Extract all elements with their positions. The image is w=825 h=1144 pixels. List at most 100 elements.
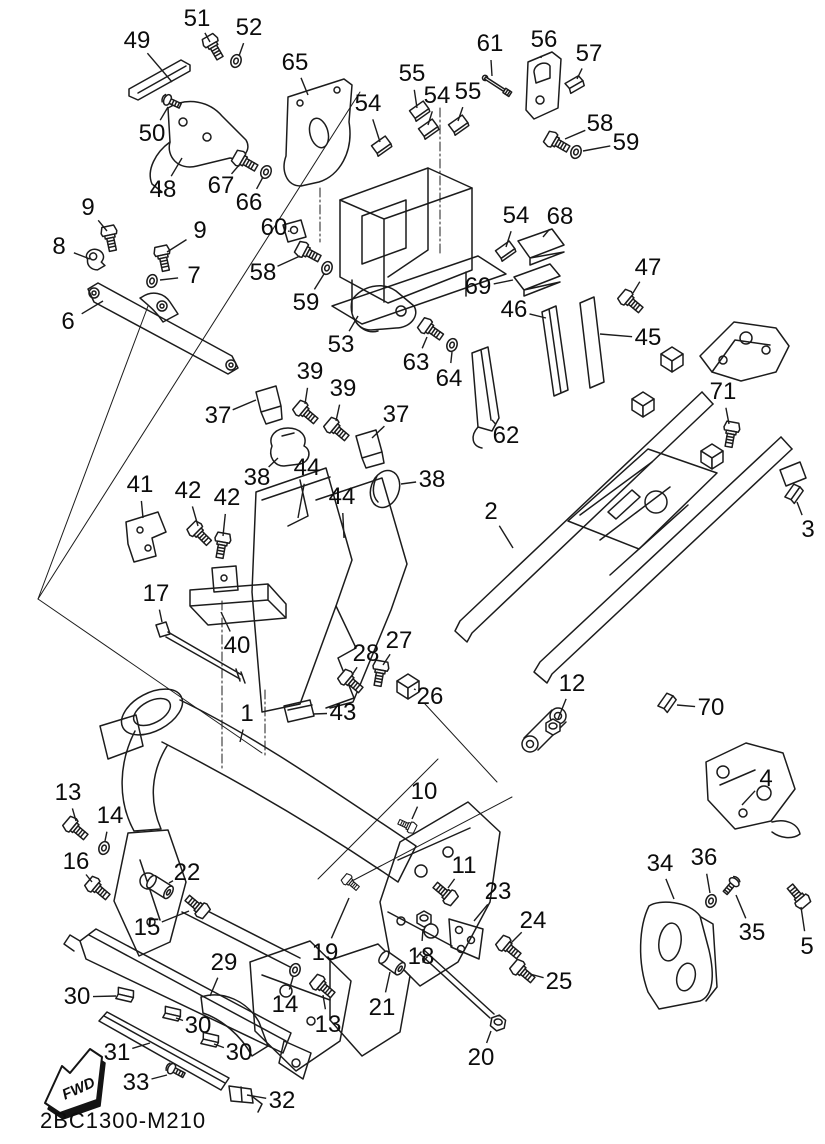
callout-2[interactable]: 2 (484, 498, 498, 525)
callout-53[interactable]: 53 (327, 331, 355, 358)
leader-line (222, 513, 226, 537)
bolt-part-glyph (541, 128, 573, 157)
callout-7[interactable]: 7 (187, 262, 201, 289)
callout-66[interactable]: 66 (235, 189, 263, 216)
callout-17[interactable]: 17 (142, 580, 170, 607)
callout-18[interactable]: 18 (407, 943, 435, 970)
callout-57[interactable]: 57 (575, 40, 603, 67)
callout-54[interactable]: 54 (502, 202, 530, 229)
callout-23[interactable]: 23 (484, 878, 512, 905)
callout-31[interactable]: 31 (103, 1039, 131, 1066)
callout-16[interactable]: 16 (62, 848, 90, 875)
callout-35[interactable]: 35 (738, 919, 766, 946)
callout-14[interactable]: 14 (271, 991, 299, 1018)
callout-24[interactable]: 24 (519, 907, 547, 934)
callout-68[interactable]: 68 (546, 203, 574, 230)
callout-30[interactable]: 30 (63, 983, 91, 1010)
callout-38[interactable]: 38 (418, 466, 446, 493)
callout-13[interactable]: 13 (54, 779, 82, 806)
callout-52[interactable]: 52 (235, 14, 263, 41)
leader-line (411, 806, 419, 820)
callout-9[interactable]: 9 (193, 217, 207, 244)
callout-26[interactable]: 26 (416, 683, 444, 710)
callout-58[interactable]: 58 (249, 259, 277, 286)
callout-10[interactable]: 10 (410, 778, 438, 805)
leader-line (413, 688, 416, 691)
callout-60[interactable]: 60 (260, 214, 288, 241)
callout-71[interactable]: 71 (709, 378, 737, 405)
callout-30[interactable]: 30 (184, 1012, 212, 1039)
callout-41[interactable]: 41 (126, 471, 154, 498)
callout-45[interactable]: 45 (634, 324, 662, 351)
leader-line (204, 32, 211, 43)
callout-28[interactable]: 28 (352, 640, 380, 667)
callout-19[interactable]: 19 (311, 939, 339, 966)
callout-9[interactable]: 9 (81, 194, 95, 221)
leader-line (485, 1030, 492, 1044)
leader-line (220, 611, 231, 632)
callout-12[interactable]: 12 (558, 670, 586, 697)
leader-line (232, 399, 257, 411)
callout-65[interactable]: 65 (281, 49, 309, 76)
bolt-part-glyph (152, 243, 175, 274)
callout-63[interactable]: 63 (402, 349, 430, 376)
callout-30[interactable]: 30 (225, 1039, 253, 1066)
callout-14[interactable]: 14 (96, 802, 124, 829)
callout-42[interactable]: 42 (174, 477, 202, 504)
callout-43[interactable]: 43 (329, 699, 357, 726)
callout-64[interactable]: 64 (435, 365, 463, 392)
callout-51[interactable]: 51 (183, 5, 211, 32)
callout-4[interactable]: 4 (759, 765, 773, 792)
callout-15[interactable]: 15 (133, 914, 161, 941)
callout-69[interactable]: 69 (464, 273, 492, 300)
callout-47[interactable]: 47 (634, 254, 662, 281)
cyl-part-glyph (144, 873, 176, 901)
callout-48[interactable]: 48 (149, 176, 177, 203)
callout-21[interactable]: 21 (368, 994, 396, 1021)
callout-42[interactable]: 42 (213, 484, 241, 511)
callout-36[interactable]: 36 (690, 844, 718, 871)
callout-37[interactable]: 37 (204, 402, 232, 429)
callout-59[interactable]: 59 (292, 289, 320, 316)
callout-32[interactable]: 32 (268, 1087, 296, 1114)
callout-33[interactable]: 33 (122, 1069, 150, 1096)
leader-line (132, 1042, 151, 1050)
callout-40[interactable]: 40 (223, 632, 251, 659)
callout-55[interactable]: 55 (398, 60, 426, 87)
callout-3[interactable]: 3 (801, 516, 815, 543)
callout-59[interactable]: 59 (612, 129, 640, 156)
callout-46[interactable]: 46 (500, 296, 528, 323)
callout-8[interactable]: 8 (52, 233, 66, 260)
callout-6[interactable]: 6 (61, 308, 75, 335)
callout-56[interactable]: 56 (530, 26, 558, 53)
callout-37[interactable]: 37 (382, 401, 410, 428)
callout-70[interactable]: 70 (697, 694, 725, 721)
callout-39[interactable]: 39 (296, 358, 324, 385)
callout-27[interactable]: 27 (385, 627, 413, 654)
callout-25[interactable]: 25 (545, 968, 573, 995)
callout-58[interactable]: 58 (586, 110, 614, 137)
callout-62[interactable]: 62 (492, 422, 520, 449)
callout-22[interactable]: 22 (173, 859, 201, 886)
callout-55[interactable]: 55 (454, 78, 482, 105)
callout-61[interactable]: 61 (476, 30, 504, 57)
callout-20[interactable]: 20 (467, 1044, 495, 1071)
ring-part-glyph (319, 259, 335, 277)
callout-67[interactable]: 67 (207, 172, 235, 199)
callout-49[interactable]: 49 (123, 27, 151, 54)
callout-5[interactable]: 5 (800, 933, 814, 960)
callout-34[interactable]: 34 (646, 850, 674, 877)
callout-29[interactable]: 29 (210, 949, 238, 976)
callout-39[interactable]: 39 (329, 375, 357, 402)
callout-11[interactable]: 11 (451, 852, 477, 879)
rod-20 (416, 949, 495, 1019)
callout-44[interactable]: 44 (328, 483, 356, 510)
callout-54[interactable]: 54 (354, 90, 382, 117)
callout-54[interactable]: 54 (423, 82, 451, 109)
callout-1[interactable]: 1 (240, 700, 254, 727)
callout-13[interactable]: 13 (314, 1011, 342, 1038)
callout-44[interactable]: 44 (293, 454, 321, 481)
callout-38[interactable]: 38 (243, 464, 271, 491)
callout-50[interactable]: 50 (138, 120, 166, 147)
